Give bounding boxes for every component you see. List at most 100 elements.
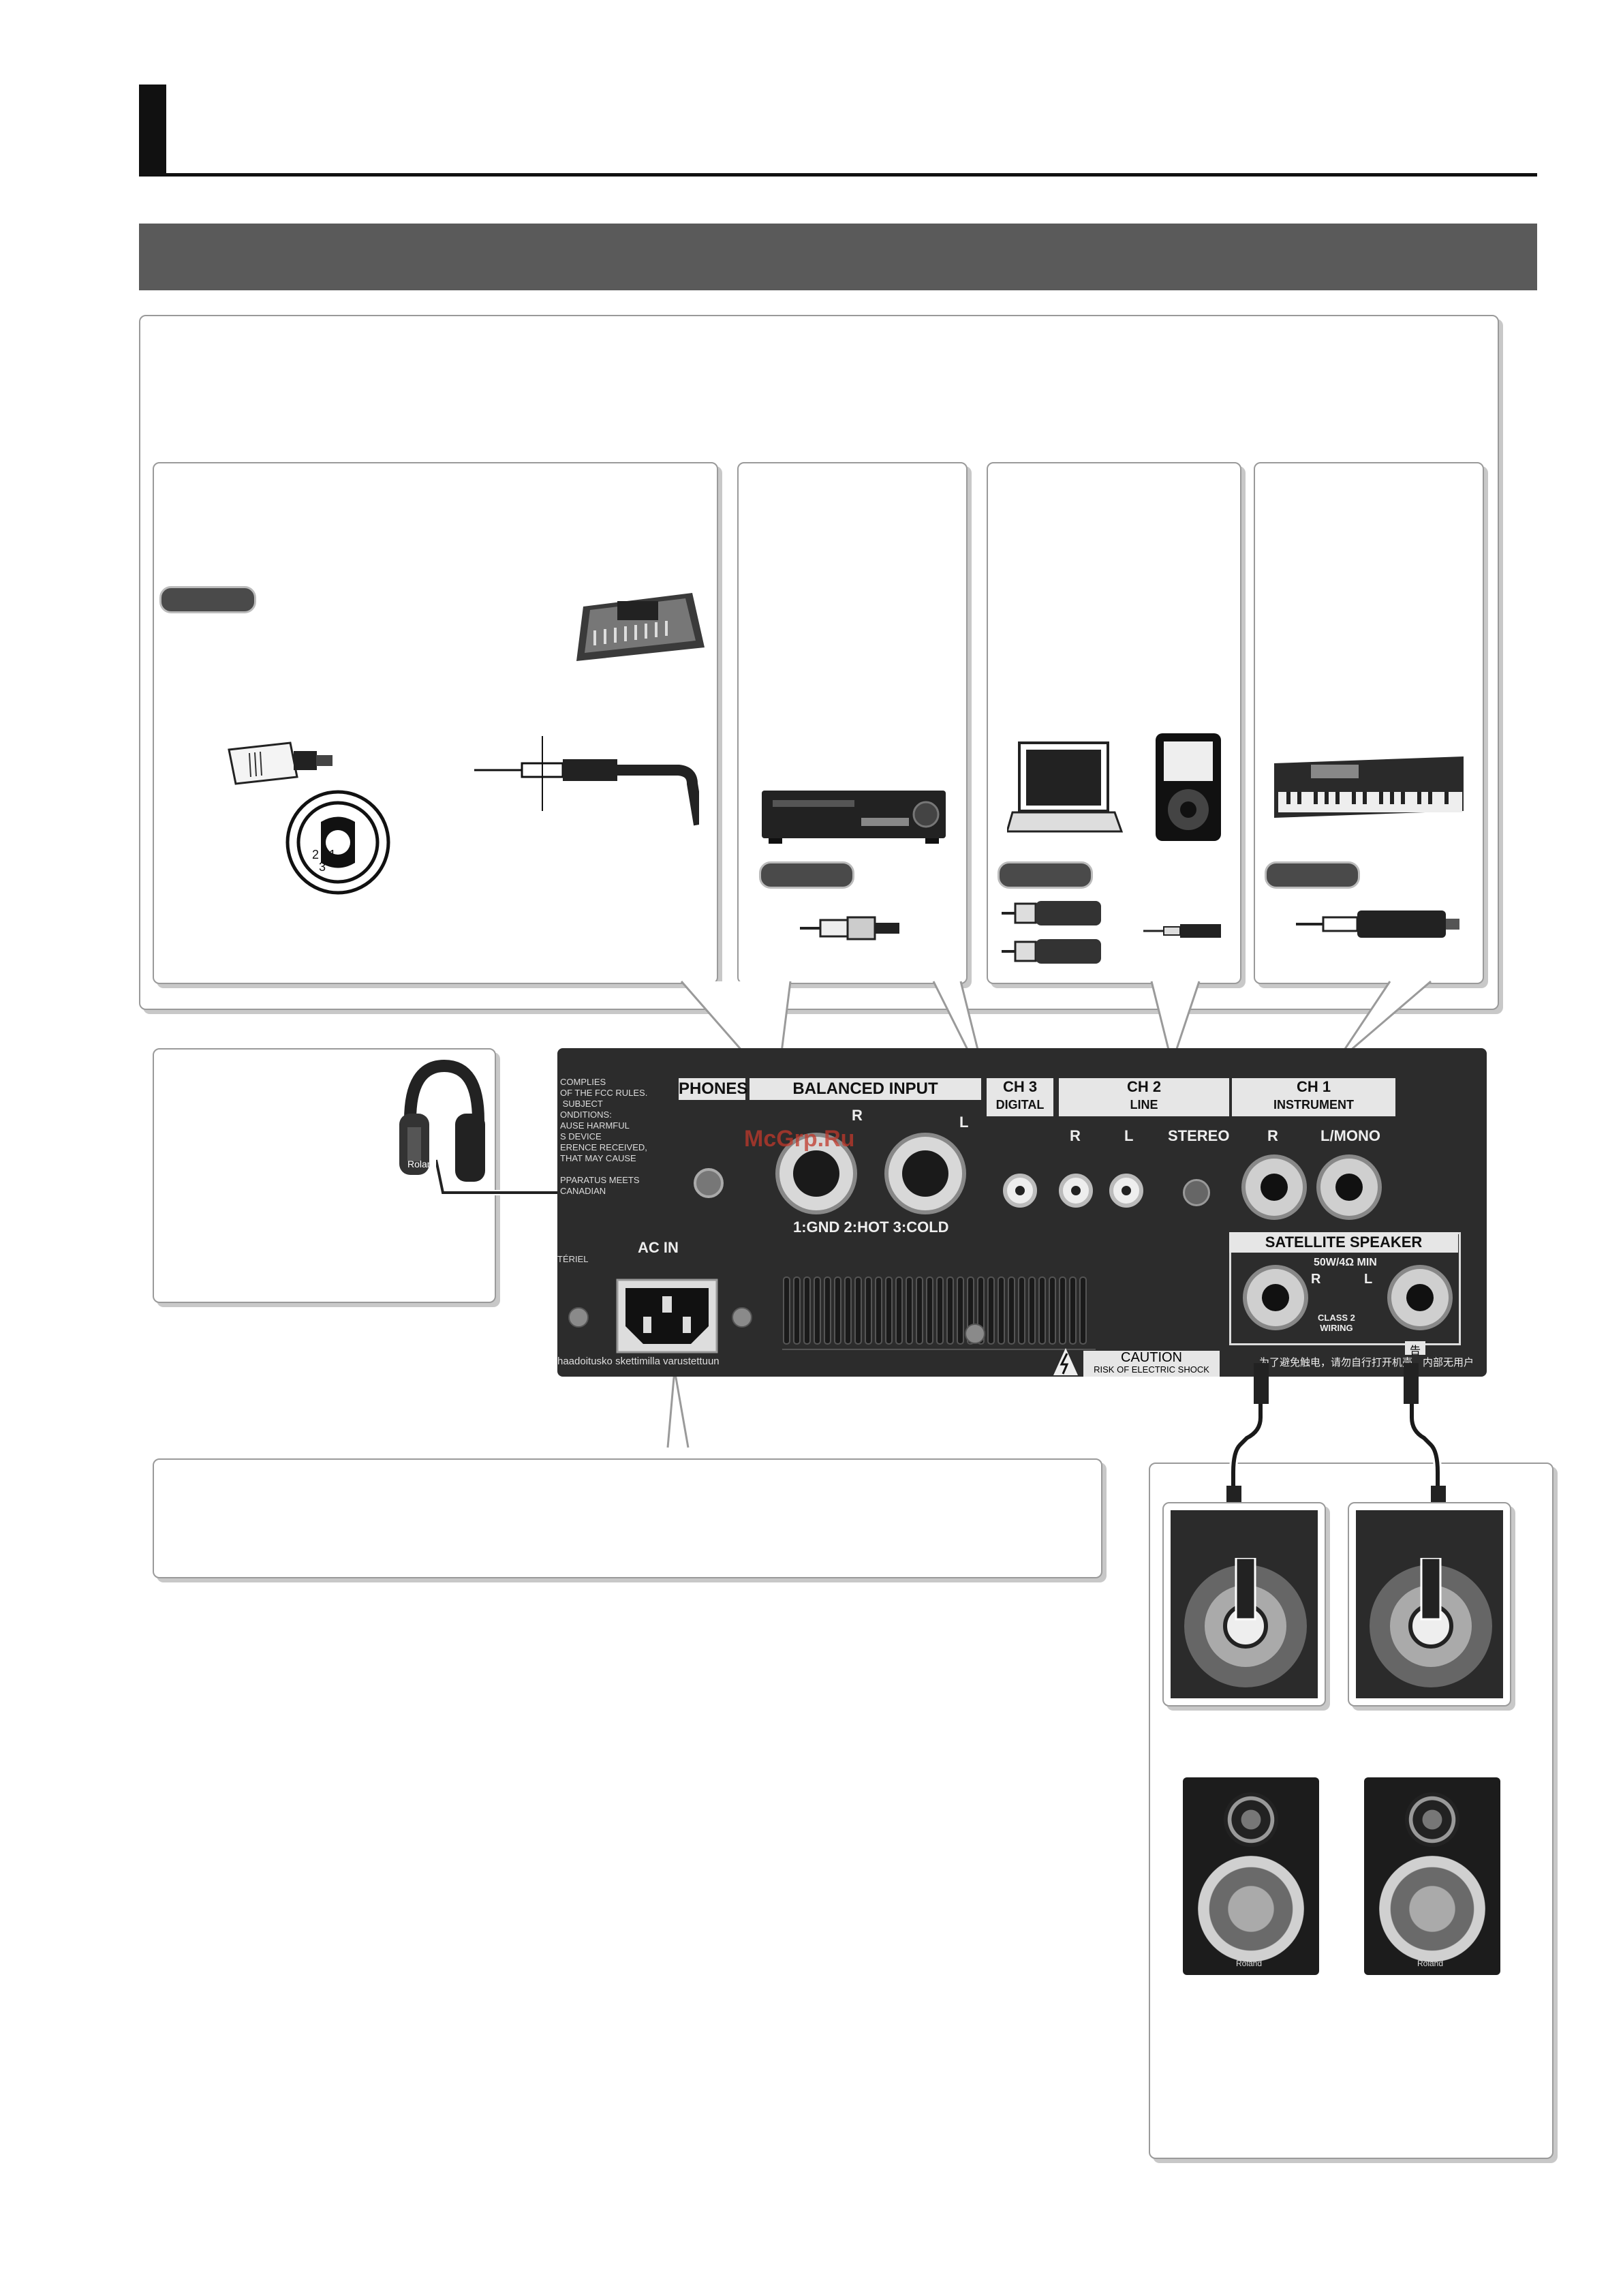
vent-slot [824, 1276, 831, 1345]
vent-slot [1049, 1276, 1056, 1345]
satellite-l-label: L [1364, 1272, 1373, 1287]
connector-tag [759, 861, 854, 889]
ch2-r-label: R [1070, 1127, 1081, 1144]
ch2-label: CH 2 LINE [1059, 1078, 1229, 1116]
caution-label: CAUTION RISK OF ELECTRIC SHOCK [1083, 1351, 1220, 1377]
combo-jack-image [285, 790, 390, 895]
xlr-plug-image [228, 741, 333, 785]
phones-jack [694, 1168, 724, 1198]
rear-panel: COMPLIES OF THE FCC RULES. SUBJECT ONDIT… [557, 1048, 1487, 1377]
speaker-terminal-image [1184, 1558, 1307, 1687]
music-player-image [1156, 733, 1221, 841]
vent-slot [834, 1276, 841, 1345]
ch1-title: CH 1 [1296, 1078, 1331, 1095]
vent-slot [1059, 1276, 1066, 1345]
vent-slot [865, 1276, 872, 1345]
vent-slot [783, 1276, 790, 1345]
ch1-r-jack [1241, 1154, 1307, 1220]
vent-slot [1079, 1276, 1087, 1345]
vent-slot [987, 1276, 995, 1345]
tweeter [1405, 1792, 1459, 1847]
ac-power-box [153, 1458, 1102, 1578]
ch1-subtitle: INSTRUMENT [1273, 1098, 1354, 1112]
panel-screw [732, 1307, 752, 1328]
vent-slot [854, 1276, 862, 1345]
vent-slot [1008, 1276, 1015, 1345]
headphone-brand: Roland [407, 1159, 438, 1169]
vent-slot [1069, 1276, 1077, 1345]
instrument-input-box [1254, 462, 1484, 984]
vent-slot [1038, 1276, 1046, 1345]
cd-player-image [762, 791, 946, 844]
balanced-input-label: BALANCED INPUT [749, 1078, 981, 1100]
ch2-l-label: L [1124, 1127, 1134, 1144]
caution-text: RISK OF ELECTRIC SHOCK [1094, 1364, 1209, 1375]
section-header-bar [139, 224, 1537, 290]
line-input-box [987, 462, 1241, 984]
ch3-digital-jack [1003, 1174, 1037, 1208]
ch2-subtitle: LINE [1130, 1098, 1158, 1112]
woofer [1379, 1856, 1485, 1962]
panel-screw [568, 1307, 589, 1328]
ch1-label: CH 1 INSTRUMENT [1232, 1078, 1395, 1116]
warning-triangle-icon [1053, 1348, 1078, 1375]
speaker-r-jack-callout [1162, 1502, 1326, 1706]
chinese-warning-head: 告 [1405, 1341, 1425, 1357]
ac-inlet [616, 1279, 718, 1353]
speaker-brand: Roland [1417, 1959, 1444, 1968]
xlr-pin-numbers: 2 1 3 [312, 848, 337, 874]
ch2-r-jack [1059, 1174, 1093, 1208]
speaker-left: Roland [1364, 1777, 1500, 1975]
speaker-cables [1226, 1363, 1446, 1554]
fcc-notice: COMPLIES OF THE FCC RULES. SUBJECT ONDIT… [560, 1077, 648, 1196]
balanced-l-label: L [959, 1114, 969, 1131]
balanced-r-label: R [852, 1107, 863, 1124]
ch2-stereo-label: STEREO [1168, 1127, 1230, 1144]
vent-slot [844, 1276, 852, 1345]
rca-plug-pair-image [1002, 901, 1101, 964]
vent-slot [926, 1276, 933, 1345]
ch1-lmono-label: L/MONO [1320, 1127, 1380, 1144]
speaker-l-jack-callout [1348, 1502, 1511, 1706]
keyboard-synth-image [1274, 756, 1464, 818]
balanced-r-xlr-jack [775, 1133, 857, 1214]
vent-slot [885, 1276, 893, 1345]
vent-slot [875, 1276, 882, 1345]
trs-plug-image [474, 736, 699, 826]
rca-coax-plug-image [800, 916, 899, 940]
vent-slot [946, 1276, 954, 1345]
ac-in-label: AC IN [638, 1239, 679, 1256]
class2-wiring-label: CLASS 2 WIRING [1318, 1313, 1355, 1333]
vent-slot [936, 1276, 944, 1345]
phone-plug-image [1296, 910, 1459, 938]
ch2-l-jack [1109, 1174, 1143, 1208]
mini-plug-image [1143, 924, 1221, 938]
vent-slot [916, 1276, 923, 1345]
balanced-input-box: 2 1 3 [153, 462, 718, 984]
materiel-text: TÉRIEL [557, 1254, 589, 1264]
chinese-warning-text: 为了避免触电，请勿自行打开机壳，内部无用户 [1259, 1357, 1474, 1368]
laptop-image [1007, 741, 1123, 833]
satellite-speaker-label: SATELLITE SPEAKER [1229, 1232, 1458, 1253]
speaker-brand: Roland [1236, 1959, 1263, 1968]
satellite-l-jack [1387, 1265, 1453, 1330]
pin-assignment-label: 1:GND 2:HOT 3:COLD [793, 1219, 949, 1236]
satellite-r-jack [1243, 1265, 1308, 1330]
ch3-subtitle: DIGITAL [995, 1098, 1045, 1112]
digital-input-box [737, 462, 968, 984]
page-title-rule [139, 173, 1537, 177]
speaker-terminal-image [1370, 1558, 1492, 1687]
connector-tag [159, 586, 256, 613]
ch2-title: CH 2 [1126, 1078, 1162, 1095]
headphones-image [399, 1059, 485, 1182]
vent-slot [957, 1276, 964, 1345]
speaker-right: Roland [1183, 1777, 1319, 1975]
vent-slot [814, 1276, 821, 1345]
caution-title: CAUTION [1121, 1350, 1182, 1365]
vent-slot [803, 1276, 811, 1345]
vent-slot [793, 1276, 801, 1345]
vent-slot [998, 1276, 1005, 1345]
ch2-stereo-jack [1183, 1179, 1210, 1206]
tweeter [1224, 1792, 1278, 1847]
